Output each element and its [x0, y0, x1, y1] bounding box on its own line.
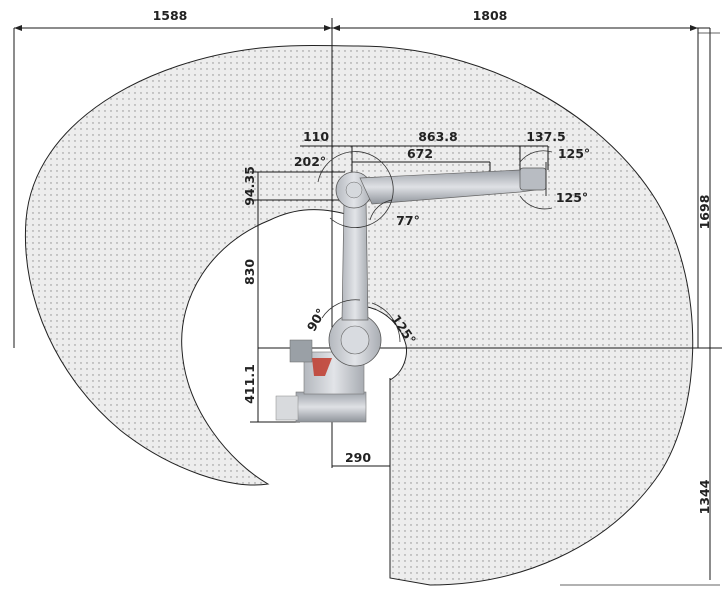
angle-label-wrist-top: 125° [558, 146, 590, 161]
dim-label-110: 110 [303, 129, 329, 144]
robot-base-box [275, 395, 299, 421]
angle-label-elbow-up: 202° [294, 154, 326, 169]
robot-elbow-hub [345, 181, 363, 199]
angle-label-elbow-down: 77° [396, 213, 420, 228]
dim-label-1808: 1808 [473, 8, 508, 23]
arc-125-base [371, 302, 401, 343]
dim-label-9435: 94.35 [242, 166, 257, 206]
robot-motor [289, 339, 313, 363]
dim-label-290: 290 [345, 450, 371, 465]
dim-label-1375: 137.5 [526, 129, 566, 144]
arc-77 [369, 199, 393, 221]
robot-base-plate [295, 391, 367, 423]
dim-label-672: 672 [407, 146, 433, 161]
arc-202 [317, 151, 394, 228]
arrow-mid-left [324, 25, 332, 31]
angle-label-base-back: 90° [304, 306, 329, 334]
angle-label-wrist-bottom: 125° [556, 190, 588, 205]
dim-label-4111: 411.1 [242, 364, 257, 404]
robot-wrist [519, 167, 547, 191]
dim-label-1588: 1588 [153, 8, 188, 23]
arrow-right [690, 25, 698, 31]
dim-label-1344: 1344 [697, 479, 712, 514]
arrow-mid-right [332, 25, 340, 31]
arc-90 [321, 299, 361, 319]
dim-label-1698: 1698 [697, 195, 712, 230]
robot-red-marker [312, 358, 332, 376]
robot-upper-arm [341, 199, 369, 321]
dim-label-8638: 863.8 [418, 129, 458, 144]
robot-shoulder-hub [340, 325, 370, 355]
arc-125-top [519, 150, 553, 163]
robot [275, 162, 547, 423]
arc-125-bottom [519, 195, 553, 210]
arrow-left [14, 25, 22, 31]
dim-label-830: 830 [242, 259, 257, 285]
